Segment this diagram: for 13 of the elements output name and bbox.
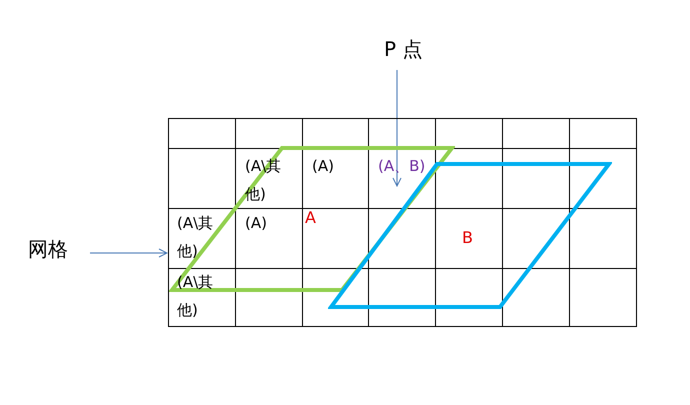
callout-label: 网格 [28,236,68,263]
region-label: B [462,228,473,247]
region-label: A [305,208,316,227]
cell-text: (A、B) [378,156,426,177]
parallelogram [169,145,455,293]
callout-label: P 点 [384,36,422,63]
arrow [90,248,168,258]
cell-text: (A) [312,156,335,177]
arrow [392,70,402,186]
cell-text: (A\其他) [177,213,214,262]
cell-text: (A) [245,213,268,234]
grid-table [168,118,637,327]
cell-text: (A\其他) [177,272,214,321]
